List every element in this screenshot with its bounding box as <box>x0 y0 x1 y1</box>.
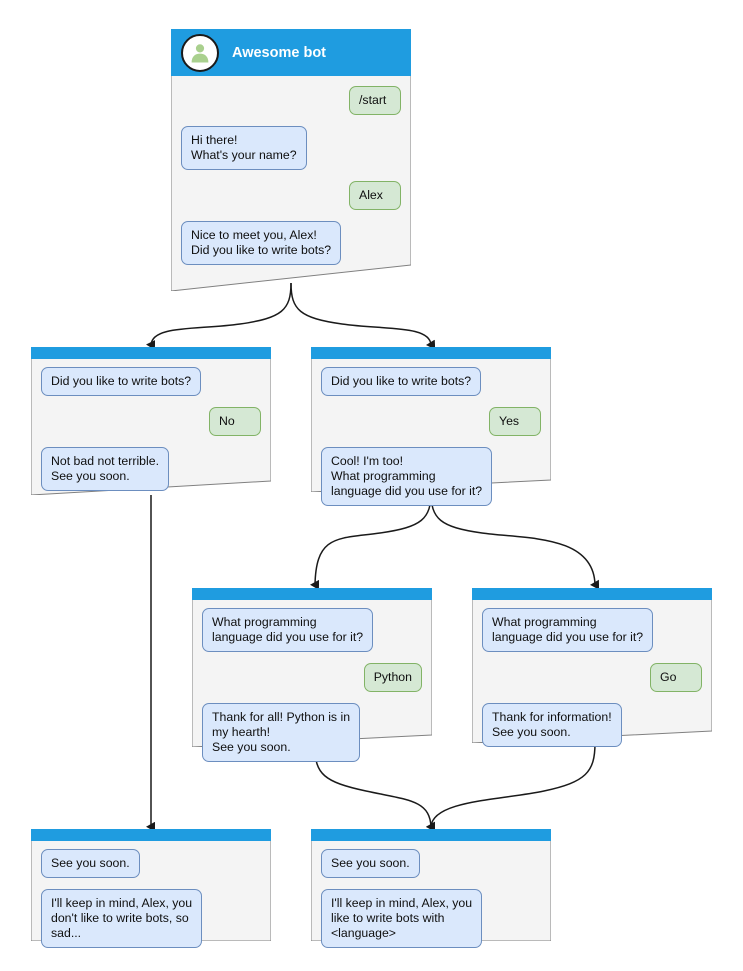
message-row: /start <box>181 86 401 115</box>
card-header-bar <box>192 588 432 600</box>
chat-body: See you soon. I'll keep in mind, Alex, y… <box>31 841 271 948</box>
bot-name-label: Awesome bot <box>232 44 327 61</box>
bot-header-bar: Awesome bot <box>171 29 411 76</box>
message-row: Go <box>482 663 702 692</box>
user-message-bubble[interactable]: /start <box>349 86 401 115</box>
chat-body: /start Hi there! What's your name? Alex … <box>171 76 411 265</box>
bot-message-bubble[interactable]: Cool! I'm too! What programming language… <box>321 447 493 506</box>
chat-body: What programming language did you use fo… <box>192 600 432 762</box>
bot-message-bubble[interactable]: See you soon. <box>41 849 140 878</box>
bot-message-bubble[interactable]: Did you like to write bots? <box>321 367 482 396</box>
message-row: Nice to meet you, Alex! Did you like to … <box>181 221 401 265</box>
chat-body: Did you like to write bots? No Not bad n… <box>31 359 271 491</box>
message-row: What programming language did you use fo… <box>202 608 422 652</box>
card-end-happy[interactable]: See you soon. I'll keep in mind, Alex, y… <box>311 829 551 948</box>
bot-message-bubble[interactable]: Not bad not terrible. See you soon. <box>41 447 170 491</box>
message-row: Thank for all! Python is in my hearth! S… <box>202 703 422 762</box>
bot-message-bubble[interactable]: Thank for all! Python is in my hearth! S… <box>202 703 361 762</box>
chat-body: See you soon. I'll keep in mind, Alex, y… <box>311 841 551 948</box>
card-branch-yes[interactable]: Did you like to write bots? Yes Cool! I'… <box>311 347 551 506</box>
card-branch-python[interactable]: What programming language did you use fo… <box>192 588 432 762</box>
bot-message-bubble[interactable]: I'll keep in mind, Alex, you like to wri… <box>321 889 483 948</box>
card-branch-go[interactable]: What programming language did you use fo… <box>472 588 712 747</box>
chat-body: What programming language did you use fo… <box>472 600 712 747</box>
message-row: See you soon. <box>321 849 541 878</box>
person-avatar-icon <box>191 43 209 62</box>
user-message-bubble[interactable]: No <box>209 407 261 436</box>
message-row: Not bad not terrible. See you soon. <box>41 447 261 491</box>
card-end-sad[interactable]: See you soon. I'll keep in mind, Alex, y… <box>31 829 271 948</box>
bot-message-bubble[interactable]: Did you like to write bots? <box>41 367 202 396</box>
chat-body: Did you like to write bots? Yes Cool! I'… <box>311 359 551 506</box>
card-awesome-bot[interactable]: Awesome bot /start Hi there! What's your… <box>171 29 411 291</box>
card-header-bar <box>311 829 551 841</box>
bot-message-bubble[interactable]: Thank for information! See you soon. <box>482 703 622 747</box>
bot-message-bubble[interactable]: What programming language did you use fo… <box>202 608 374 652</box>
bot-message-bubble[interactable]: Nice to meet you, Alex! Did you like to … <box>181 221 342 265</box>
message-row: Thank for information! See you soon. <box>482 703 702 747</box>
user-message-bubble[interactable]: Alex <box>349 181 401 210</box>
card-header-bar <box>31 347 271 359</box>
connector-root-to-no <box>146 282 292 351</box>
user-message-bubble[interactable]: Yes <box>489 407 541 436</box>
message-row: Hi there! What's your name? <box>181 126 401 170</box>
user-message-bubble[interactable]: Python <box>363 663 422 692</box>
message-row: Cool! I'm too! What programming language… <box>321 447 541 506</box>
message-row: Yes <box>321 407 541 436</box>
bot-message-bubble[interactable]: See you soon. <box>321 849 420 878</box>
card-header-bar <box>472 588 712 600</box>
message-row: Did you like to write bots? <box>41 367 261 396</box>
user-message-bubble[interactable]: Go <box>650 663 702 692</box>
message-row: Python <box>202 663 422 692</box>
card-branch-no[interactable]: Did you like to write bots? No Not bad n… <box>31 347 271 495</box>
bot-message-bubble[interactable]: What programming language did you use fo… <box>482 608 654 652</box>
message-row: What programming language did you use fo… <box>482 608 702 652</box>
avatar <box>181 33 219 72</box>
bot-message-bubble[interactable]: I'll keep in mind, Alex, you don't like … <box>41 889 203 948</box>
message-row: I'll keep in mind, Alex, you don't like … <box>41 889 261 948</box>
message-row: See you soon. <box>41 849 261 878</box>
message-row: I'll keep in mind, Alex, you like to wri… <box>321 889 541 948</box>
card-header-bar <box>311 347 551 359</box>
message-row: Did you like to write bots? <box>321 367 541 396</box>
card-header-bar <box>31 829 271 841</box>
connector-root-to-yes <box>290 282 436 350</box>
message-row: Alex <box>181 181 401 210</box>
message-row: No <box>41 407 261 436</box>
bot-message-bubble[interactable]: Hi there! What's your name? <box>181 126 307 170</box>
